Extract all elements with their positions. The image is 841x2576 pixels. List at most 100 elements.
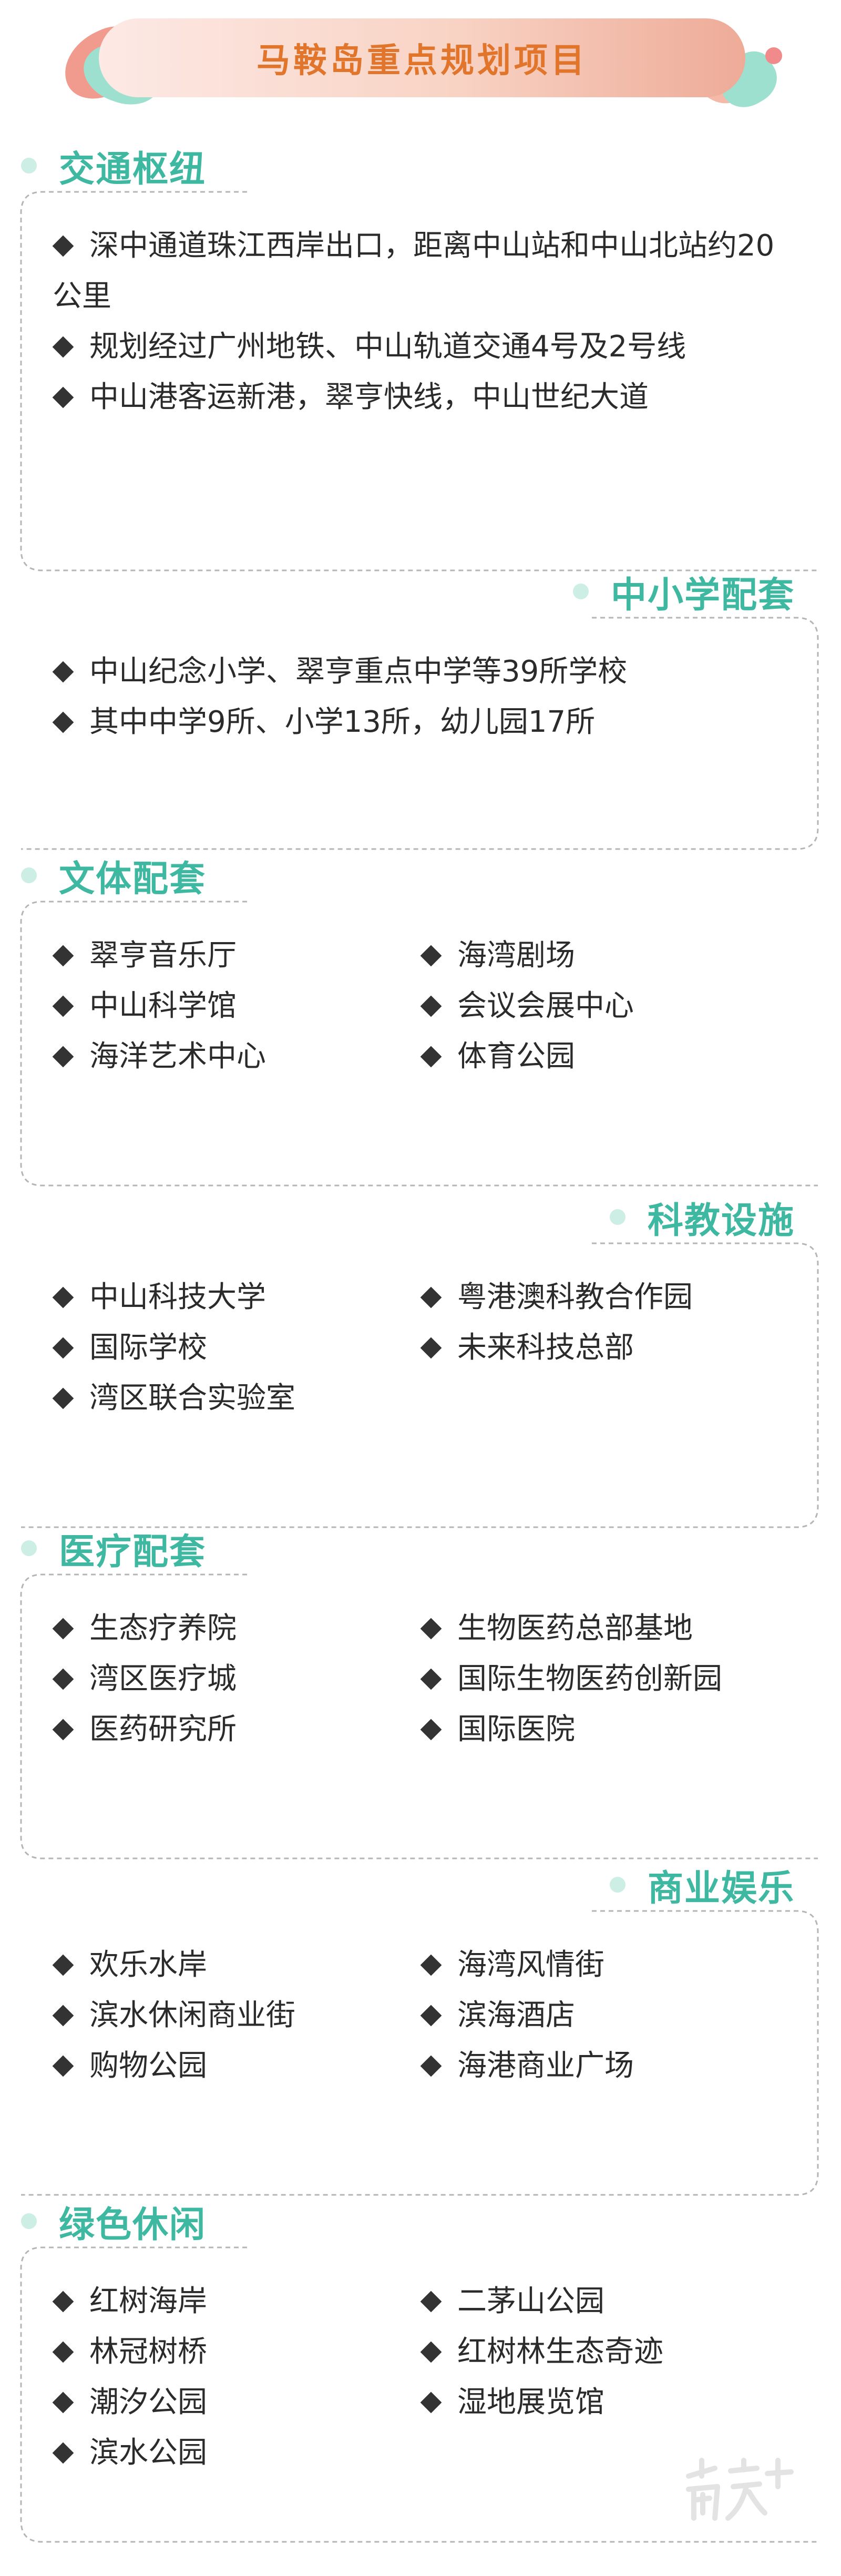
diamond-bullet-icon [420,2055,442,2077]
diamond-bullet-icon [420,1046,442,1068]
list-item: 生物医药总部基地 [420,1603,788,1654]
diamond-bullet-icon [52,336,74,358]
section-frame-wrap [21,1242,819,1559]
list-item-text: 海湾风情街 [457,1948,604,1982]
diamond-bullet-icon [52,2391,74,2414]
list-item: 林冠树桥 [52,2327,420,2377]
list-item: 滨水公园 [52,2428,420,2478]
section-7: 绿色休闲红树海岸 二茅山公园林冠树桥 红树林生态奇迹潮汐公园 湿地展览馆滨水公园 [20,2197,820,2576]
heading-dot-icon [21,2213,37,2229]
list-item: 国际医院 [420,1704,788,1755]
list-item-text: 海湾剧场 [457,938,575,973]
section-title: 绿色休闲 [59,2204,207,2246]
list-item: 红树林生态奇迹 [420,2327,788,2377]
list-item-text: 粤港澳科教合作园 [457,1280,693,1314]
list-item: 翠亨音乐厅 [52,931,420,981]
diamond-bullet-icon [52,995,74,1017]
list-item: 体育公园 [420,1031,788,1082]
list-item: 生态疗养院 [52,1603,420,1654]
list-item: 湿地展览馆 [420,2377,788,2428]
diamond-bullet-icon [420,1337,442,1359]
list-item-text: 海洋艺术中心 [89,1039,266,1074]
section-frame-wrap [20,2246,818,2573]
diamond-bullet-icon [52,1954,74,1976]
diamond-bullet-icon [52,1387,74,1409]
diamond-bullet-icon [420,1954,442,1976]
section-frame [20,1573,818,1859]
diamond-bullet-icon [52,2005,74,2027]
page-title: 马鞍岛重点规划项目 [257,42,588,80]
section-frame [21,617,819,850]
section-title: 中小学配套 [610,574,795,616]
diamond-bullet-icon [420,2005,442,2027]
list-item: 湾区医疗城 [52,1654,420,1704]
section-1: 交通枢纽深中通道珠江西岸出口，距离中山站和中山北站约20公里规划经过广州地铁、中… [20,142,820,605]
list-item: 其中中学9所、小学13所，幼儿园17所 [52,697,799,748]
section-items: 欢乐水岸海湾风情街滨水休闲商业街滨海酒店购物公园海港商业广场 [52,1940,799,2091]
list-item: 中山港客运新港，翠亨快线，中山世纪大道 [52,372,799,423]
section-2: 中小学配套中山纪念小学、翠亨重点中学等39所学校其中中学9所、小学13所，幼儿园… [21,568,820,883]
list-item: 二茅山公园 [420,2276,788,2327]
diamond-bullet-icon [52,2442,74,2464]
diamond-bullet-icon [52,235,74,257]
list-item-text: 医药研究所 [89,1712,237,1746]
list-item-text: 湾区医疗城 [89,1662,237,1696]
section-6: 商业娱乐欢乐水岸海湾风情街滨水休闲商业街滨海酒店购物公园海港商业广场 [21,1861,820,2229]
list-item: 中山纪念小学、翠亨重点中学等39所学校 [52,647,799,697]
list-item-text: 滨水公园 [89,2436,207,2470]
list-item-text: 国际生物医药创新园 [457,1662,722,1696]
diamond-bullet-icon [420,1668,442,1690]
list-item: 海洋艺术中心 [52,1031,420,1082]
diamond-bullet-icon [420,2391,442,2414]
list-item: 海湾风情街 [420,1940,788,1990]
heading-dot-icon [609,1877,625,1893]
list-item: 中山科学馆 [52,981,420,1031]
decor-dot [765,47,782,64]
section-heading: 中小学配套 [572,568,795,616]
section-items: 中山科技大学粤港澳科教合作园国际学校未来科技总部湾区联合实验室 [52,1272,799,1424]
list-item-text: 中山纪念小学、翠亨重点中学等39所学校 [89,655,628,689]
diamond-bullet-icon [52,1046,74,1068]
heading-dot-icon [609,1209,625,1225]
list-item-text: 体育公园 [457,1039,575,1074]
list-item-text: 未来科技总部 [457,1331,634,1365]
list-item-text: 潮汐公园 [89,2385,207,2419]
list-item: 欢乐水岸 [52,1940,420,1990]
diamond-bullet-icon [52,2291,74,2313]
diamond-bullet-icon [420,945,442,967]
section-frame-wrap [21,617,819,881]
nanfang-plus-logo-icon [686,2458,794,2521]
heading-dot-icon [21,1540,37,1556]
section-frame-wrap [20,1573,818,1890]
diamond-bullet-icon [52,1618,74,1640]
list-item-text: 购物公园 [89,2049,207,2083]
section-frame [20,191,818,571]
list-item-text: 红树海岸 [89,2284,207,2318]
list-item: 深中通道珠江西岸出口，距离中山站和中山北站约20公里 [52,221,799,322]
section-frame-wrap [21,1910,819,2226]
section-items: 中山纪念小学、翠亨重点中学等39所学校其中中学9所、小学13所，幼儿园17所 [52,647,799,748]
heading-dot-icon [21,158,37,173]
list-item: 会议会展中心 [420,981,788,1031]
list-item: 红树海岸 [52,2276,420,2327]
section-items: 翠亨音乐厅 海湾剧场中山科学馆 会议会展中心海洋艺术中心 体育公园 [52,931,799,1082]
diamond-bullet-icon [52,1286,74,1309]
list-item-text: 规划经过广州地铁、中山轨道交通4号及2号线 [89,330,686,364]
section-heading: 商业娱乐 [609,1861,795,1909]
diamond-bullet-icon [420,2341,442,2363]
section-heading: 文体配套 [21,852,206,900]
list-item: 海湾剧场 [420,931,788,981]
list-item: 国际生物医药创新园 [420,1654,788,1704]
list-item-text: 滨水休闲商业街 [89,1998,295,2032]
section-frame [21,1910,819,2196]
list-item: 湾区联合实验室 [52,1373,420,1424]
section-items: 生态疗养院生物医药总部基地湾区医疗城 国际生物医药创新园医药研究所 国际医院 [52,1603,799,1755]
list-item-text: 红树林生态奇迹 [457,2335,663,2369]
section-heading: 绿色休闲 [21,2197,207,2246]
diamond-bullet-icon [52,1668,74,1690]
list-item: 潮汐公园 [52,2377,420,2428]
list-item: 国际学校 [52,1323,420,1373]
list-item-text: 翠亨音乐厅 [89,938,237,973]
list-item-text: 会议会展中心 [457,989,634,1023]
